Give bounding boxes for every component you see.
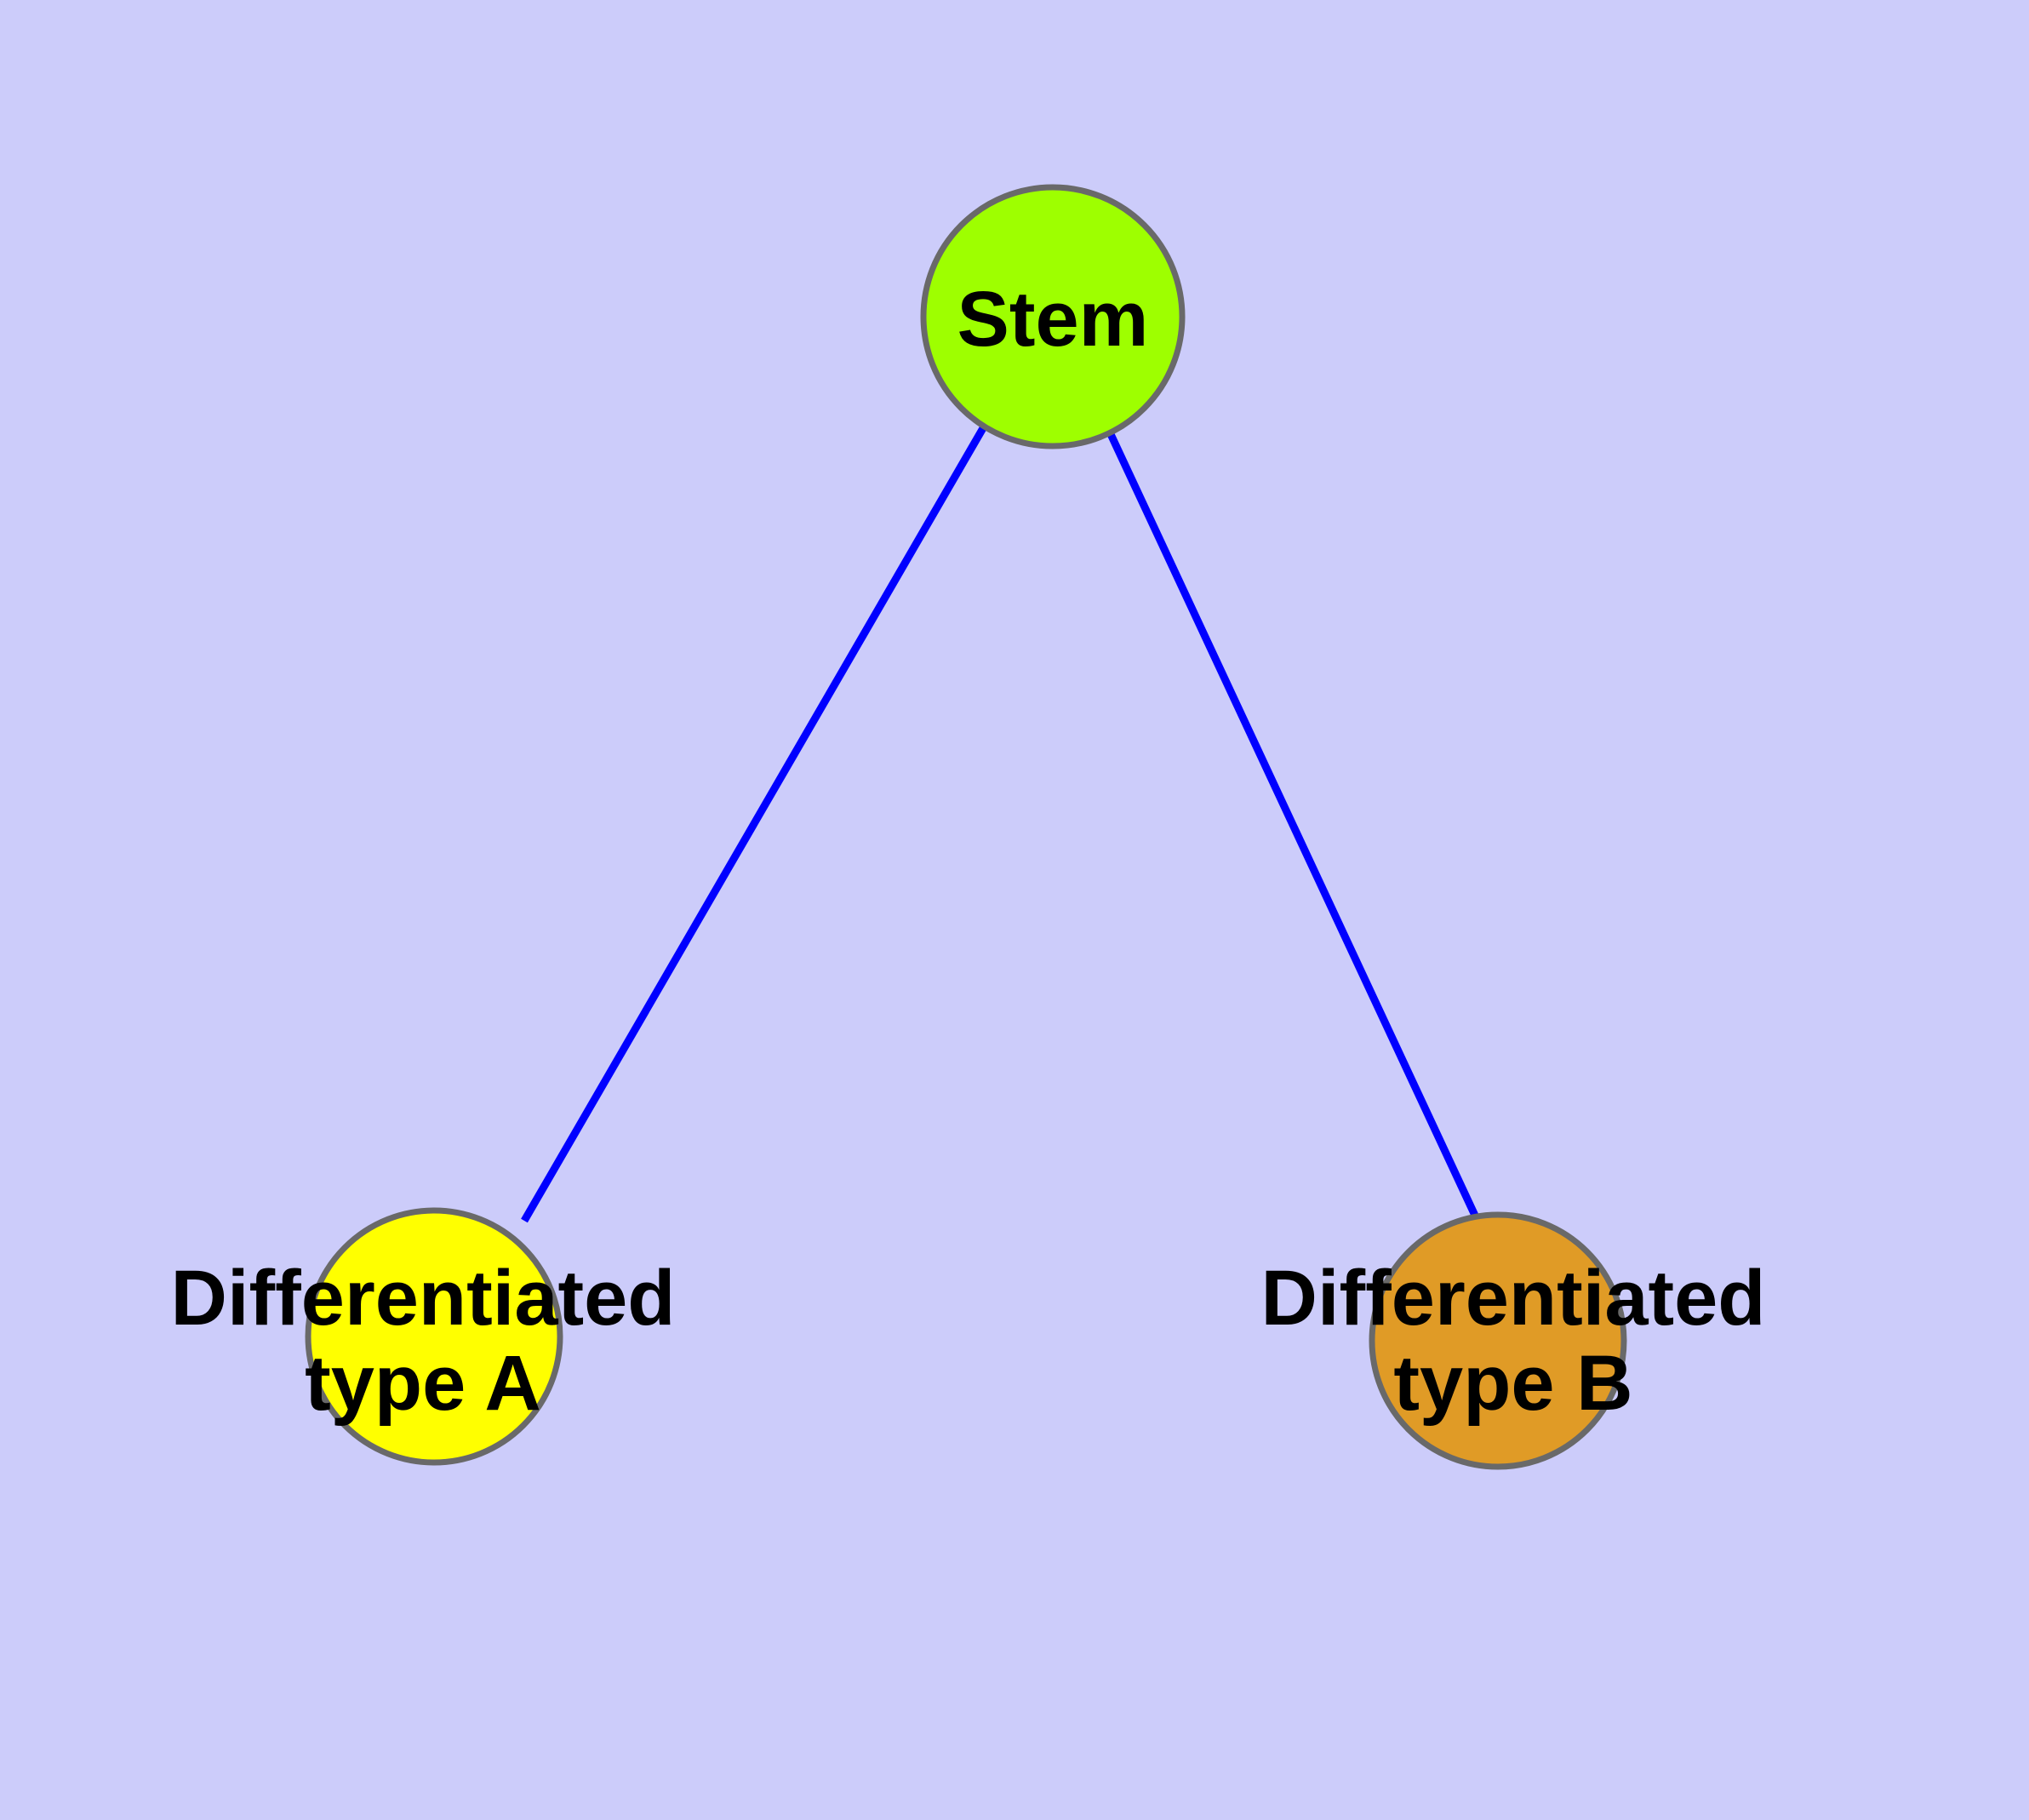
edge-line-0[interactable] <box>521 426 986 1223</box>
node-label-type-b-line1: Differentiated <box>1261 1255 1766 1342</box>
node-stem[interactable]: Stem <box>920 184 1186 449</box>
node-differentiated-type-b[interactable]: Differentiated type B <box>1261 1211 1766 1470</box>
node-label-type-b-line2: type B <box>1393 1340 1632 1427</box>
edges-group <box>521 426 1481 1223</box>
node-circle-stem[interactable] <box>920 184 1186 449</box>
edge-line-1[interactable] <box>1106 432 1481 1221</box>
node-label-type-a-line1: Differentiated <box>171 1255 676 1342</box>
node-label-stem-line1: Stem <box>957 276 1149 363</box>
node-circle-differentiated-type-b[interactable] <box>1369 1211 1627 1470</box>
node-label-type-a-line2: type A <box>305 1340 541 1427</box>
nodes-group: Stem Differentiated type A Differentiate… <box>171 184 1766 1470</box>
node-differentiated-type-a[interactable]: Differentiated type A <box>171 1207 676 1466</box>
node-circle-differentiated-type-a[interactable] <box>305 1207 563 1466</box>
